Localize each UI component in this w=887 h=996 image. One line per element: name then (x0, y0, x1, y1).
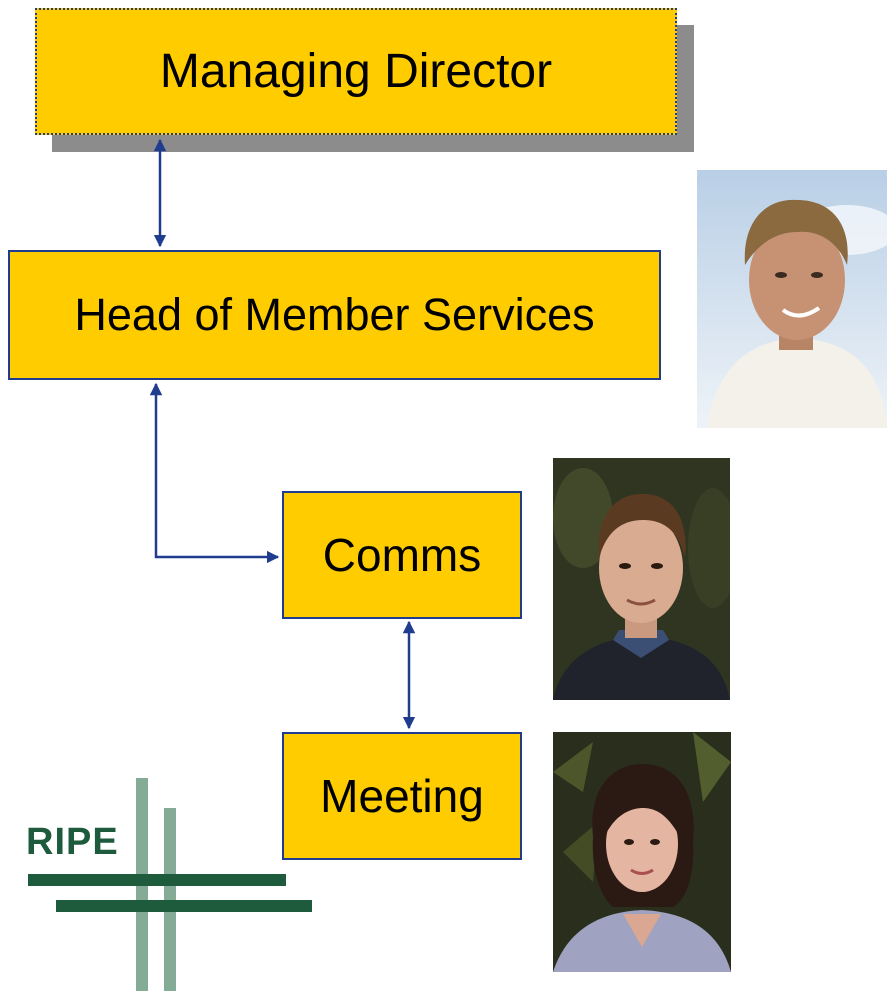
managing-director-box: Managing Director (35, 8, 677, 135)
head-of-member-services-box: Head of Member Services (8, 250, 661, 380)
managing-director-label: Managing Director (159, 45, 553, 98)
ripe-logo-text: RIPE (26, 821, 119, 863)
comms-label: Comms (322, 529, 482, 581)
head-of-member-services-label: Head of Member Services (74, 289, 595, 340)
meeting-photo (553, 732, 731, 972)
ripe-logo: RIPE (24, 778, 324, 991)
meeting-box: Meeting (282, 732, 522, 860)
head-of-member-services-photo (697, 170, 887, 428)
comms-photo (553, 458, 730, 700)
meeting-label: Meeting (320, 770, 484, 822)
comms-box: Comms (282, 491, 522, 619)
arrow-head-to-comms (149, 382, 280, 564)
